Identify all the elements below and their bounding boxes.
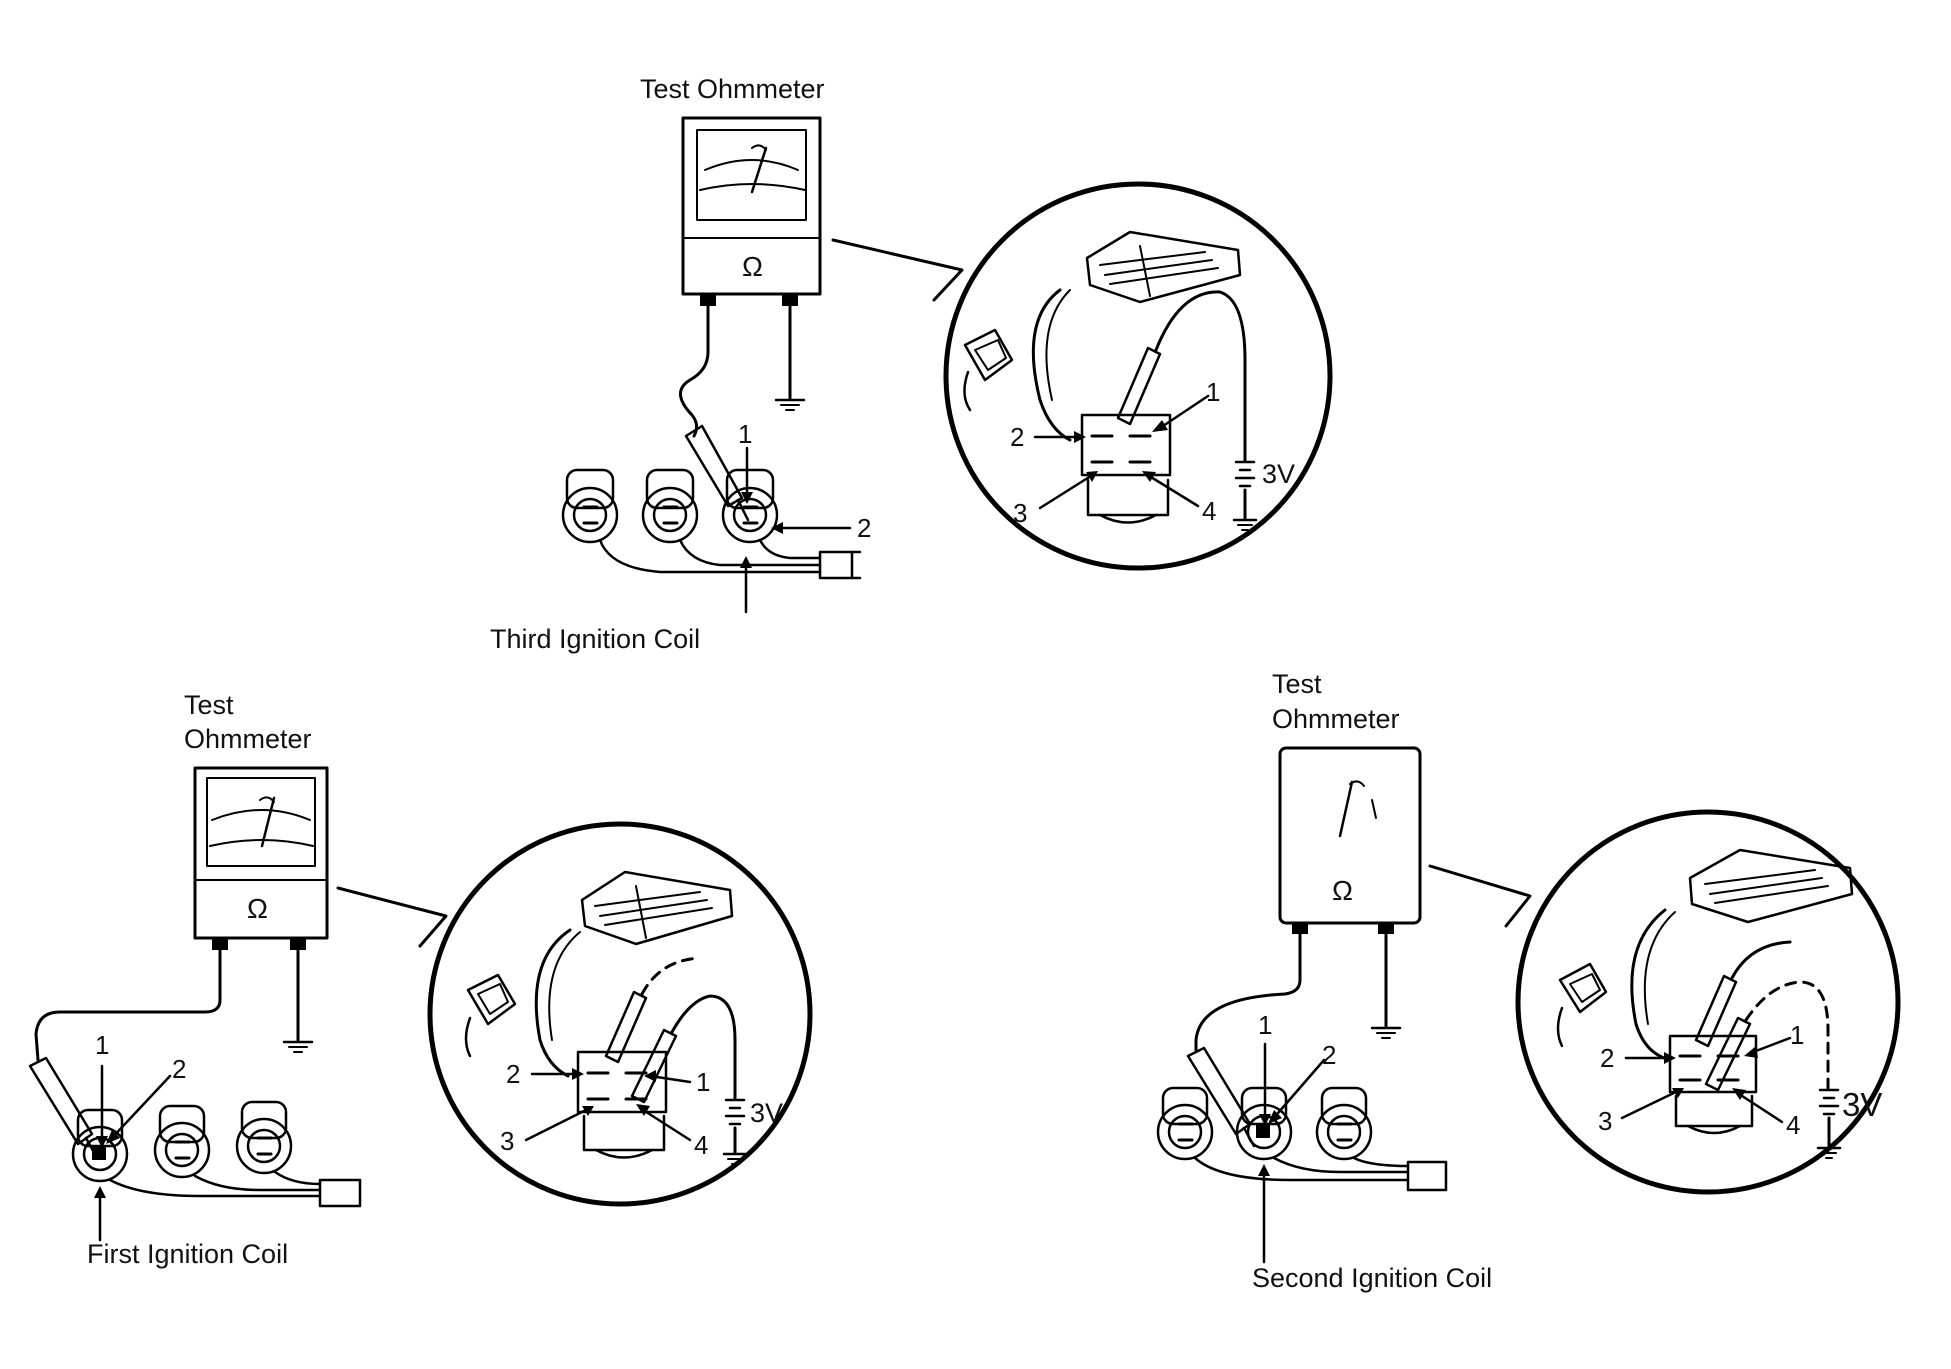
ohmmeter-icon: Ω	[193, 766, 329, 950]
panel-first-coil: Test Ohmmeter Ω	[28, 690, 813, 1269]
meter-label-first: Ohmmeter	[184, 724, 312, 754]
pin-label: 2	[857, 513, 871, 543]
meter-label-second: Ohmmeter	[1272, 704, 1400, 734]
pin-label: 3	[1598, 1106, 1612, 1136]
pin-label: 4	[1202, 496, 1216, 526]
pin-label: 2	[172, 1054, 186, 1084]
meter-lead-wire	[1194, 932, 1302, 1052]
connector-icon	[466, 973, 517, 1026]
ground-icon	[1370, 932, 1402, 1039]
ohmmeter-icon: Ω	[1278, 746, 1422, 934]
ignitor-module-icon	[1085, 230, 1242, 304]
coil-label-second: Second Ignition Coil	[1252, 1263, 1492, 1293]
connector-icon	[963, 328, 1014, 382]
pin-label: 1	[95, 1030, 109, 1060]
pin-label: 2	[1322, 1040, 1336, 1070]
meter-lead-wire	[679, 304, 710, 438]
probe-icon	[1186, 1046, 1256, 1148]
ohm-symbol-third: Ω	[742, 251, 763, 282]
pin-label: 4	[694, 1130, 708, 1160]
pin-label: 2	[1600, 1043, 1614, 1073]
ground-icon	[282, 948, 314, 1053]
ohmmeter-icon: Ω	[681, 116, 822, 306]
pin-label: 1	[1206, 377, 1220, 407]
coil-label-third: Third Ignition Coil	[490, 624, 700, 654]
connector-icon	[71, 1100, 293, 1183]
pin-label: 1	[696, 1067, 710, 1097]
probe-icon	[28, 1056, 98, 1158]
meter-label-first: Test	[184, 690, 234, 720]
pin-label: 1	[1790, 1020, 1804, 1050]
ground-icon	[774, 304, 806, 411]
ohm-symbol-second: Ω	[1332, 875, 1353, 906]
voltage-label: 3V	[750, 1098, 783, 1128]
panel-second-coil: Test Ohmmeter Ω	[1156, 669, 1901, 1293]
ignitor-module-icon	[1688, 848, 1854, 924]
ignitor-module-icon	[580, 870, 734, 946]
pin-label: 1	[738, 419, 752, 449]
pin-label: 3	[500, 1126, 514, 1156]
voltage-label: 3V	[1262, 459, 1295, 489]
detail-bubble-first: 3V 2 1 3 4	[427, 821, 813, 1207]
pin-label: 2	[506, 1059, 520, 1089]
pin-label: 3	[1013, 498, 1027, 528]
battery-icon	[1232, 460, 1258, 531]
meter-label-third: Test Ohmmeter	[640, 74, 825, 104]
ohm-symbol-first: Ω	[247, 893, 268, 924]
panel-third-coil: Test Ohmmeter Ω	[490, 74, 1333, 654]
battery-icon	[1816, 1088, 1842, 1159]
meter-lead-wire	[34, 948, 222, 1062]
coil-label-first: First Ignition Coil	[87, 1239, 288, 1269]
pin-label: 2	[1010, 422, 1024, 452]
battery-icon	[722, 1098, 748, 1165]
connector-icon	[561, 468, 779, 544]
meter-label-second: Test	[1272, 669, 1322, 699]
detail-bubble-second: 3V 1 2 3 4	[1515, 809, 1901, 1195]
voltage-label: 3V	[1842, 1086, 1882, 1123]
connector-icon	[1558, 962, 1608, 1014]
detail-bubble-third: 3V 1 2 3 4	[943, 181, 1333, 571]
pin-label: 1	[1258, 1010, 1272, 1040]
pin-label: 4	[1786, 1110, 1800, 1140]
